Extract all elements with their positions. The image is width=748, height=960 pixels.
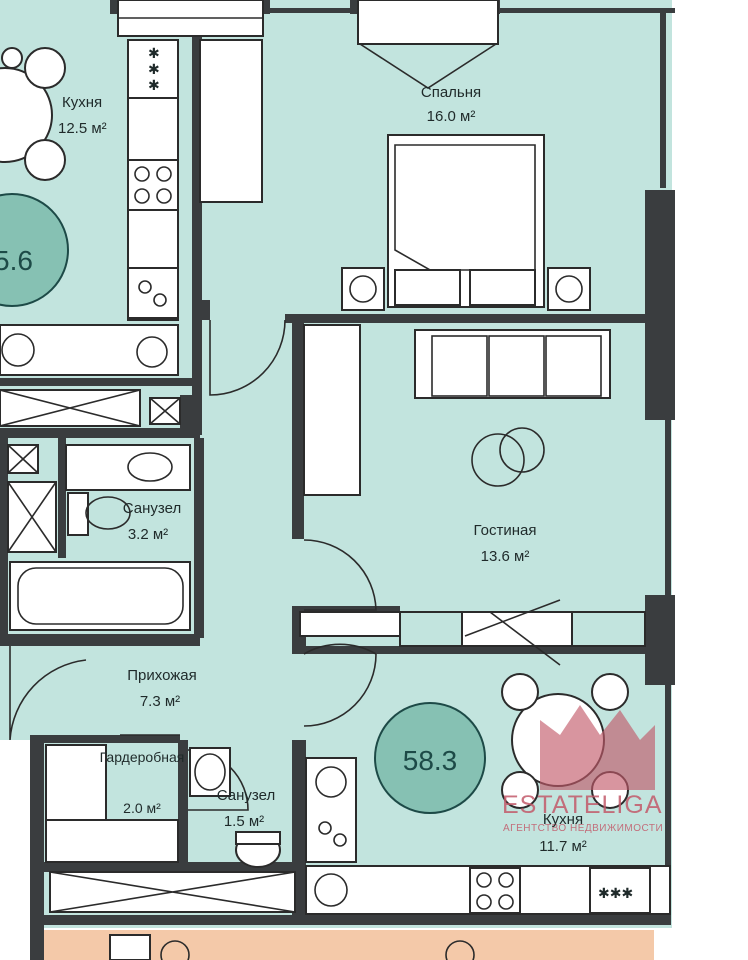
bedroom-area: 16.0 м² bbox=[427, 108, 476, 125]
watermark-logo bbox=[540, 705, 655, 790]
living-area: 13.6 м² bbox=[481, 548, 530, 565]
neighbor-area-badge bbox=[0, 193, 69, 307]
total-area-value: 58.3 bbox=[403, 745, 458, 776]
kitchen-right-furniture: ✱✱✱ bbox=[305, 673, 671, 915]
kitchen-right-name: Кухня bbox=[543, 811, 583, 828]
total-area-badge bbox=[374, 702, 486, 814]
wardrobe-lower bbox=[45, 744, 179, 863]
watermark-tagline: АГЕНТСТВО НЕДВИЖИМОСТИ bbox=[503, 823, 663, 834]
hall-name: Прихожая bbox=[127, 667, 197, 684]
bath-small-furniture bbox=[189, 747, 281, 868]
neighbor-area-value: 5.6 bbox=[0, 245, 33, 276]
watermark-brand: ESTATELIGA bbox=[502, 791, 663, 819]
kitchen-left-name: Кухня bbox=[62, 94, 102, 111]
kitchen-left-area: 12.5 м² bbox=[58, 120, 107, 137]
kitchen-right-area: 11.7 м² bbox=[539, 838, 587, 855]
bath-small-name: Санузел bbox=[217, 787, 275, 804]
svg-text:✱: ✱ bbox=[148, 77, 160, 93]
left-shafts bbox=[0, 389, 181, 553]
living-furniture bbox=[414, 329, 611, 487]
bedroom-name: Спальня bbox=[421, 84, 481, 101]
bottom-neighbors bbox=[44, 930, 654, 960]
bath-left-name: Санузел bbox=[123, 500, 181, 517]
hall-bottom bbox=[49, 871, 296, 913]
svg-text:✱✱✱: ✱✱✱ bbox=[598, 885, 633, 901]
svg-text:✱: ✱ bbox=[148, 61, 160, 77]
living-name: Гостиная bbox=[474, 522, 537, 539]
watermark: ESTATELIGA АГЕНТСТВО НЕДВИЖИМОСТИ bbox=[502, 705, 663, 834]
bath-small-area: 1.5 м² bbox=[224, 813, 264, 830]
bedroom-furniture bbox=[341, 134, 591, 311]
wardrobe-area: 2.0 м² bbox=[123, 800, 161, 816]
table-left bbox=[0, 67, 53, 163]
wardrobe-upper bbox=[199, 39, 361, 496]
room-labels: Кухня 12.5 м² Спальня 16.0 м² Гостиная 1… bbox=[58, 84, 587, 855]
kitchen-left-furniture: ✱ ✱ ✱ 5.6 bbox=[0, 39, 179, 376]
svg-text:✱: ✱ bbox=[148, 45, 160, 61]
wardrobe-name: Гардеробная bbox=[100, 749, 185, 765]
bath-left-area: 3.2 м² bbox=[128, 526, 168, 543]
windows bbox=[117, 0, 646, 666]
hall-area: 7.3 м² bbox=[140, 693, 180, 710]
bath-left-furniture bbox=[9, 444, 191, 631]
door-swings bbox=[9, 319, 377, 811]
